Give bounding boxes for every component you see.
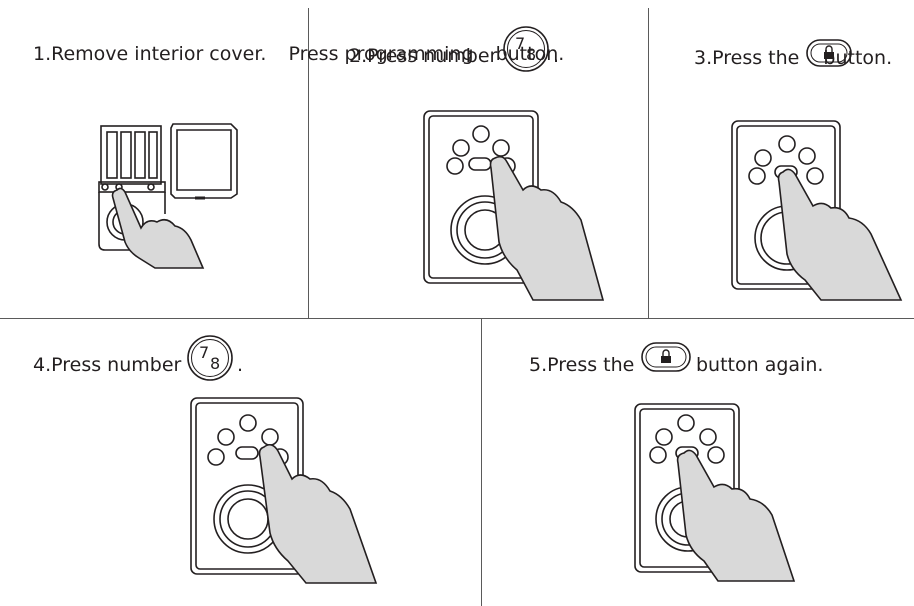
step-2-label: Press number: [367, 45, 498, 67]
step-3-line-2: button.: [823, 47, 893, 69]
deadbolt-keypad-icon: [190, 397, 378, 584]
step-2-after: .: [553, 45, 560, 67]
deadbolt-keypad-icon: [731, 120, 903, 301]
step-4-after: .: [237, 354, 244, 376]
step-5-panel: 5.Press the button again.: [482, 319, 914, 606]
deadbolt-keypad-icon: [634, 403, 796, 582]
lock-button-icon: [806, 39, 852, 67]
interior-unit-icon: [98, 123, 238, 269]
step-2-number: 2.: [349, 45, 368, 67]
divider-bottom: [481, 319, 482, 606]
deadbolt-keypad-icon: [423, 110, 605, 301]
step-1-line-2: Press programming: [288, 43, 474, 65]
step-5-label: Press the: [547, 354, 635, 376]
key-78-digit-a: 7: [199, 343, 209, 362]
step-4-label: Press number: [51, 354, 182, 376]
step-2-panel: 2.Press number 7 8 .: [309, 0, 648, 318]
step-1-text: 1.Remove interior cover. Press programmi…: [33, 42, 564, 67]
divider-horizontal: [0, 318, 914, 319]
lock-button-icon: [641, 342, 691, 372]
step-3-line-1: Press the: [712, 47, 800, 69]
step-1-panel: 1.Remove interior cover. Press programmi…: [0, 0, 564, 318]
step-3-text: 3.Press the button.: [694, 46, 892, 71]
key-78-digit-b: 8: [210, 354, 220, 373]
step-2-text: 2.Press number: [349, 44, 497, 69]
number-78-key-icon: 7 8: [503, 26, 549, 72]
step-5-text: 5.Press the: [529, 353, 634, 378]
step-1-line-1: Remove interior cover.: [51, 43, 267, 65]
step-1-line-3: button.: [495, 43, 565, 65]
divider-top-1: [308, 8, 309, 318]
key-78-digit-b: 8: [526, 45, 536, 64]
key-78-digit-a: 7: [515, 34, 525, 53]
step-3-number: 3.: [694, 47, 713, 69]
divider-top-2: [648, 8, 649, 318]
step-5-number: 5.: [529, 354, 548, 376]
step-3-panel: 3.Press the button.: [649, 0, 914, 318]
step-4-number: 4.: [33, 354, 52, 376]
step-4-panel: 4.Press number 7 8 .: [0, 319, 481, 606]
step-5-after: button again.: [696, 354, 824, 376]
step-1-number: 1.: [33, 43, 52, 65]
number-78-key-icon: 7 8: [187, 335, 233, 381]
step-4-text: 4.Press number: [33, 353, 181, 378]
